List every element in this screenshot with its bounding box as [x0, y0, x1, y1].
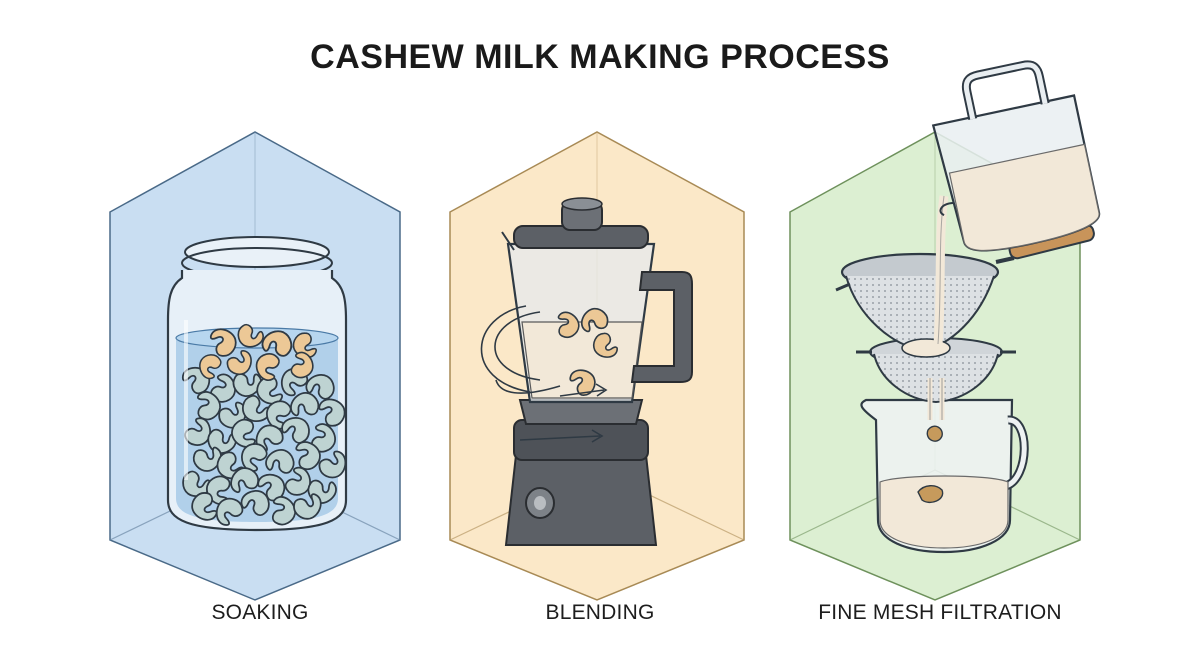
- step-label-blending: BLENDING: [545, 601, 655, 624]
- step-label-soaking: SOAKING: [211, 601, 309, 624]
- filtration-panel: [789, 60, 1101, 601]
- soaking-panel: [109, 131, 401, 601]
- blender-icon: [480, 197, 693, 546]
- motion-lines: [480, 305, 608, 443]
- blending-panel: [449, 131, 745, 601]
- step-label-filtration: FINE MESH FILTRATION: [818, 601, 1062, 624]
- strainer-pitcher-icon: [835, 60, 1101, 554]
- soaking-jar-icon: [166, 236, 349, 532]
- page-title: CASHEW MILK MAKING PROCESS: [310, 38, 890, 76]
